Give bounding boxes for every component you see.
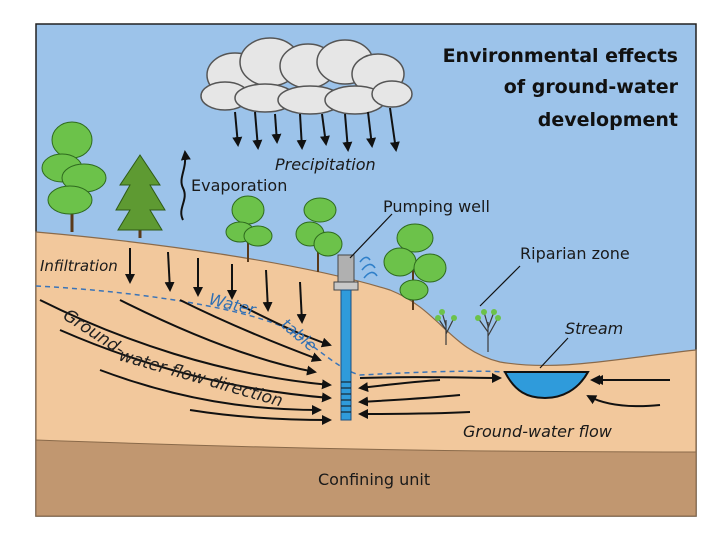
pumping-well [333,254,378,421]
leader-lines [349,213,569,369]
tree-icon [115,154,166,238]
tree-icon [383,223,447,310]
water-table-line [35,285,506,376]
label-evaporation: Evaporation [191,176,287,195]
evaporation-arrow [180,150,191,221]
infiltration-arrows [125,248,307,324]
tree-icon [225,195,273,262]
stream [503,371,590,400]
confining-unit [35,439,697,517]
precipitation-arrows [232,107,400,152]
ground-water-flow-arrows [39,299,332,425]
label-stream: Stream [565,319,623,338]
label-riparian-zone: Riparian zone [520,244,630,263]
label-pumping-well: Pumping well [383,197,490,216]
flow-arrows-right [358,372,670,419]
tree-icon [295,197,343,272]
label-confining-unit: Confining unit [318,470,430,489]
diagram-title-line2: of ground-water [504,76,679,98]
shrub-icon [437,311,499,352]
tree-icon [41,121,107,232]
label-precipitation: Precipitation [275,155,376,174]
cloud-icon [200,37,413,115]
label-infiltration: Infiltration [40,257,118,275]
diagram-title-line3: development [538,109,678,131]
shrub-leaves [435,309,501,321]
label-ground-water-flow: Ground-water flow [463,422,613,441]
diagram-title-line1: Environmental effects [443,45,678,67]
